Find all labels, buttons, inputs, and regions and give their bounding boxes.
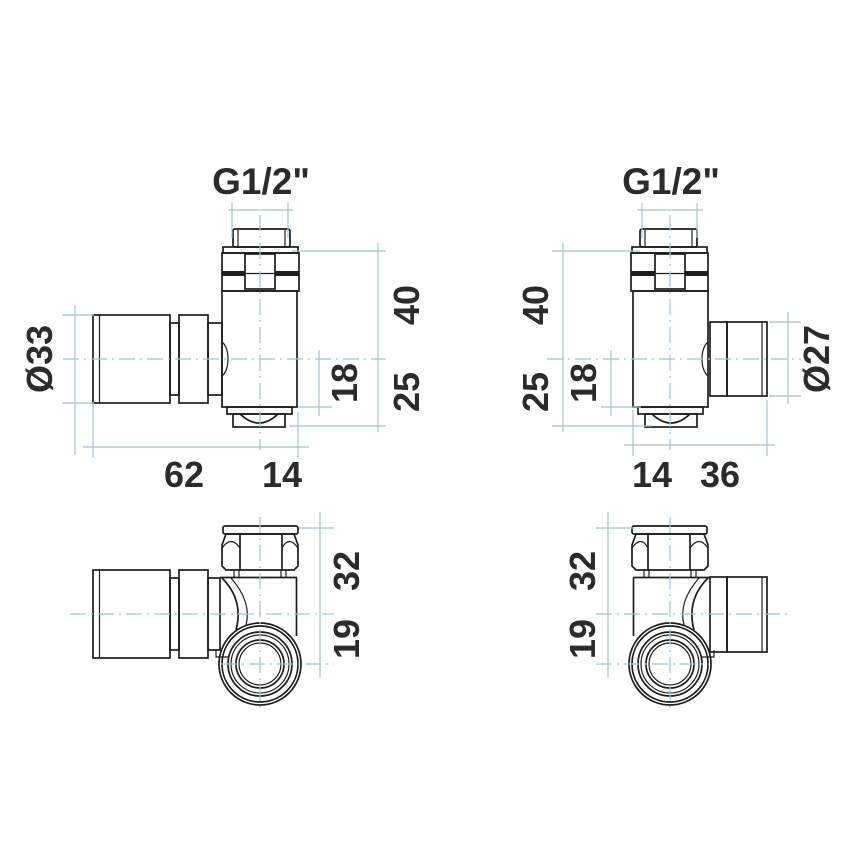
view-front-right-valve: G1/2" Ø27 40 25 18 14 36 xyxy=(515,161,837,495)
diameter-33-label: Ø33 xyxy=(19,325,60,393)
dim-62-label: 62 xyxy=(164,454,204,495)
dim-14-label: 14 xyxy=(632,454,672,495)
dimension-lines xyxy=(552,203,801,456)
thread-outline xyxy=(232,228,291,248)
dim-19-label: 19 xyxy=(326,619,367,659)
center-lines xyxy=(70,517,334,713)
dim-19-label: 19 xyxy=(562,619,603,659)
thread-outline xyxy=(639,228,698,248)
thread-size-label: G1/2" xyxy=(212,161,310,202)
dim-32-label: 32 xyxy=(562,551,603,591)
dim-18-label: 18 xyxy=(563,363,604,403)
dim-18-label: 18 xyxy=(324,363,365,403)
center-lines xyxy=(547,215,801,450)
center-lines xyxy=(63,215,386,450)
diameter-27-label: Ø27 xyxy=(796,325,837,393)
dimension-lines xyxy=(299,512,334,677)
dim-32-label: 32 xyxy=(326,551,367,591)
compression-nut xyxy=(631,533,709,571)
dim-25-label: 25 xyxy=(386,372,427,412)
dimension-lines xyxy=(62,203,386,458)
compression-nut xyxy=(221,533,299,571)
valve-outline xyxy=(630,228,768,428)
view-front-left-valve: G1/2" Ø33 40 25 18 62 14 xyxy=(19,161,427,495)
view-side-left-valve: 32 19 xyxy=(70,512,367,713)
valve-outline xyxy=(92,525,302,706)
valve-outline xyxy=(628,525,768,706)
dim-40-label: 40 xyxy=(515,285,556,325)
dim-40-label: 40 xyxy=(386,285,427,325)
dim-36-label: 36 xyxy=(700,454,740,495)
center-lines xyxy=(596,517,790,713)
dimension-lines xyxy=(596,512,634,677)
view-side-right-valve: 32 19 xyxy=(562,512,790,713)
valve-outline xyxy=(92,228,300,428)
thread-size-label: G1/2" xyxy=(622,161,720,202)
dim-14-label: 14 xyxy=(262,454,302,495)
dim-25-label: 25 xyxy=(515,372,556,412)
